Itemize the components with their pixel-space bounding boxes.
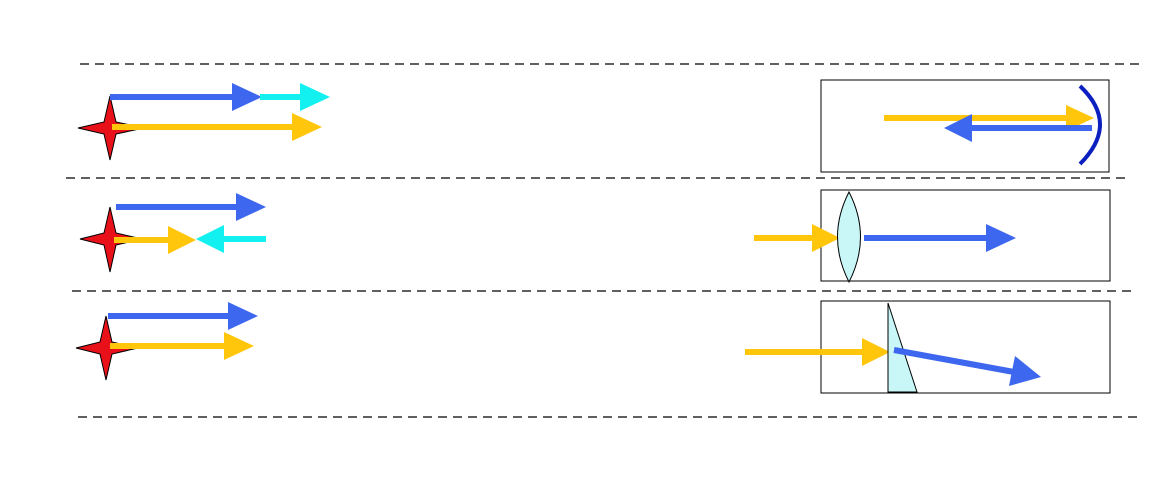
row2-left	[79, 193, 266, 273]
curved-mirror-icon	[1078, 84, 1102, 166]
blue-arrowhead	[232, 83, 262, 111]
yellow-arrowhead	[292, 113, 322, 141]
blue-arrow-refracted	[893, 347, 1015, 375]
blue-arrowhead	[228, 302, 258, 330]
prism-icon	[887, 302, 918, 393]
convex-lens-icon	[837, 190, 861, 284]
row3-right-panel	[745, 300, 1111, 394]
blue-arrowhead	[236, 193, 266, 221]
blue-arrowhead	[986, 224, 1016, 252]
cyan-arrowhead	[300, 83, 330, 111]
cyan-arrowhead	[196, 225, 224, 253]
row1-left	[77, 83, 330, 161]
row2-right-panel	[754, 189, 1111, 284]
star-source-icon	[79, 206, 143, 273]
yellow-arrowhead	[168, 226, 196, 254]
yellow-arrowhead	[1066, 105, 1094, 131]
yellow-arrowhead	[224, 332, 254, 360]
blue-arrowhead	[1009, 356, 1041, 386]
blue-arrowhead	[944, 114, 972, 142]
row1-right-panel	[820, 79, 1110, 173]
yellow-arrowhead	[862, 338, 890, 366]
yellow-arrowhead	[812, 224, 840, 252]
row3-left	[75, 302, 258, 381]
